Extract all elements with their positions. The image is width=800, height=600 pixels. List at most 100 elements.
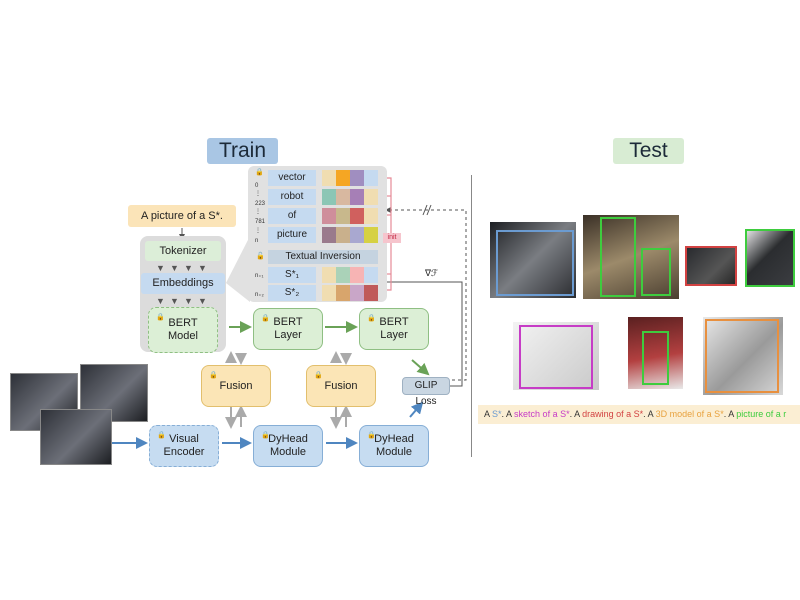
textual-inversion-label: Textual Inversion [268,250,378,264]
vocab-word: picture [268,227,316,243]
test-photo [583,215,679,299]
test-photo [703,317,783,395]
caption-segment: drawing of a S* [582,409,644,419]
detection-box [600,217,636,297]
test-caption: A S*. A sketch of a S*. A drawing of a S… [478,405,800,424]
embedding-swatch [350,227,364,243]
test-photo [745,229,795,287]
embedding-swatch [350,285,364,301]
training-photo [40,409,112,465]
embedding-swatch [336,285,350,301]
vocab-index: n [255,238,259,244]
fusion-node: 🔒 Fusion [306,365,376,407]
caption-segment: . A [569,409,583,419]
lock-icon: 🔒 [157,432,166,439]
fusion-label: Fusion [219,379,253,392]
embedding-swatch [336,189,350,205]
embedding-swatch [322,267,336,283]
dyhead-node: 🔒 DyHead Module [359,425,429,467]
lock-icon: 🔒 [255,169,264,176]
embedding-swatch [322,208,336,224]
pseudo-token: S*₂ [268,285,316,301]
visual-encoder-node: 🔒 Visual Encoder [149,425,219,467]
detection-box [685,246,737,286]
dyhead-label: DyHead Module [374,433,414,458]
embedding-down-arrow: ▼ [170,296,179,306]
bert-to-loss-arrow [411,359,430,376]
lock-icon: 🔒 [367,432,376,439]
ti-index: n₊₂ [255,292,264,298]
embedding-swatch [350,267,364,283]
caption-segment: . A [501,409,515,419]
tokenizer-box: Tokenizer [145,241,221,261]
visual-encoder-label: Visual Encoder [163,433,205,458]
test-photo [685,246,737,286]
test-photo [513,322,599,390]
bert-model-node: 🔒 BERT Model [148,307,218,353]
embedding-swatch [350,208,364,224]
embeddings-box: Embeddings [141,273,225,294]
vocab-word: of [268,208,316,224]
text-prompt: A picture of a S*. [128,205,236,227]
tokenizer-down-arrow: ▼ [198,263,207,273]
embedding-callout [226,236,250,302]
detection-box [642,331,669,385]
embedding-swatch [350,170,364,186]
embedding-swatch [364,227,378,243]
detection-box [745,229,795,287]
fusion-node: 🔒 Fusion [201,365,271,407]
embedding-swatch [364,267,378,283]
train-title: Train [207,138,278,164]
pseudo-token: S*₁ [268,267,316,283]
embedding-swatch [322,227,336,243]
vocab-dots: ⋮ [255,191,261,197]
embedding-swatch [336,208,350,224]
embedding-swatch [364,285,378,301]
glip-loss-box: GLIP Loss [402,377,450,407]
bert-layer-label: BERT Layer [273,316,303,341]
gradient-arrow [381,279,463,387]
test-photo [628,317,683,389]
unlock-icon: 🔓 [256,253,265,260]
embedding-swatch [364,189,378,205]
detection-box [705,319,779,393]
bert-layer-node: 🔒 BERT Layer [253,308,323,350]
lock-icon: 🔒 [367,315,376,322]
init-label: init [383,233,401,243]
caption-segment: picture of a r [736,409,787,419]
caption-segment: . A [723,409,737,419]
dyhead-label: DyHead Module [268,433,308,458]
bert-layer-node: 🔒 BERT Layer [359,308,429,350]
caption-segment: 3D model of a S* [655,409,724,419]
embedding-swatch [336,267,350,283]
lock-icon: 🔒 [261,315,270,322]
blocked-gradient-arrow [385,207,467,381]
vocab-dots: ⋮ [255,209,261,215]
dyhead-node: 🔒 DyHead Module [253,425,323,467]
lock-icon: 🔒 [314,372,323,379]
embedding-swatch [322,170,336,186]
dyhead-to-loss-arrow [409,401,424,418]
detection-box [496,230,574,296]
embedding-down-arrow: ▼ [156,296,165,306]
vocab-word: robot [268,189,316,205]
ti-index: n₊₁ [255,273,264,279]
caption-segment: S* [492,409,502,419]
embedding-swatch [350,189,364,205]
embedding-down-arrow: ▼ [184,296,193,306]
caption-segment: sketch of a S* [514,409,570,419]
embedding-swatch [364,208,378,224]
vocab-dots: ⋮ [255,228,261,234]
embedding-swatch [336,170,350,186]
bert-model-label: BERT Model [168,317,198,342]
lock-icon: 🔒 [156,314,165,321]
embedding-swatch [336,227,350,243]
embedding-down-arrow: ▼ [198,296,207,306]
tokenizer-down-arrow: ▼ [184,263,193,273]
caption-segment: A [484,409,493,419]
tokenizer-down-arrow: ▼ [170,263,179,273]
lock-icon: 🔒 [261,432,270,439]
detection-box [641,248,671,296]
test-photo [490,222,576,298]
